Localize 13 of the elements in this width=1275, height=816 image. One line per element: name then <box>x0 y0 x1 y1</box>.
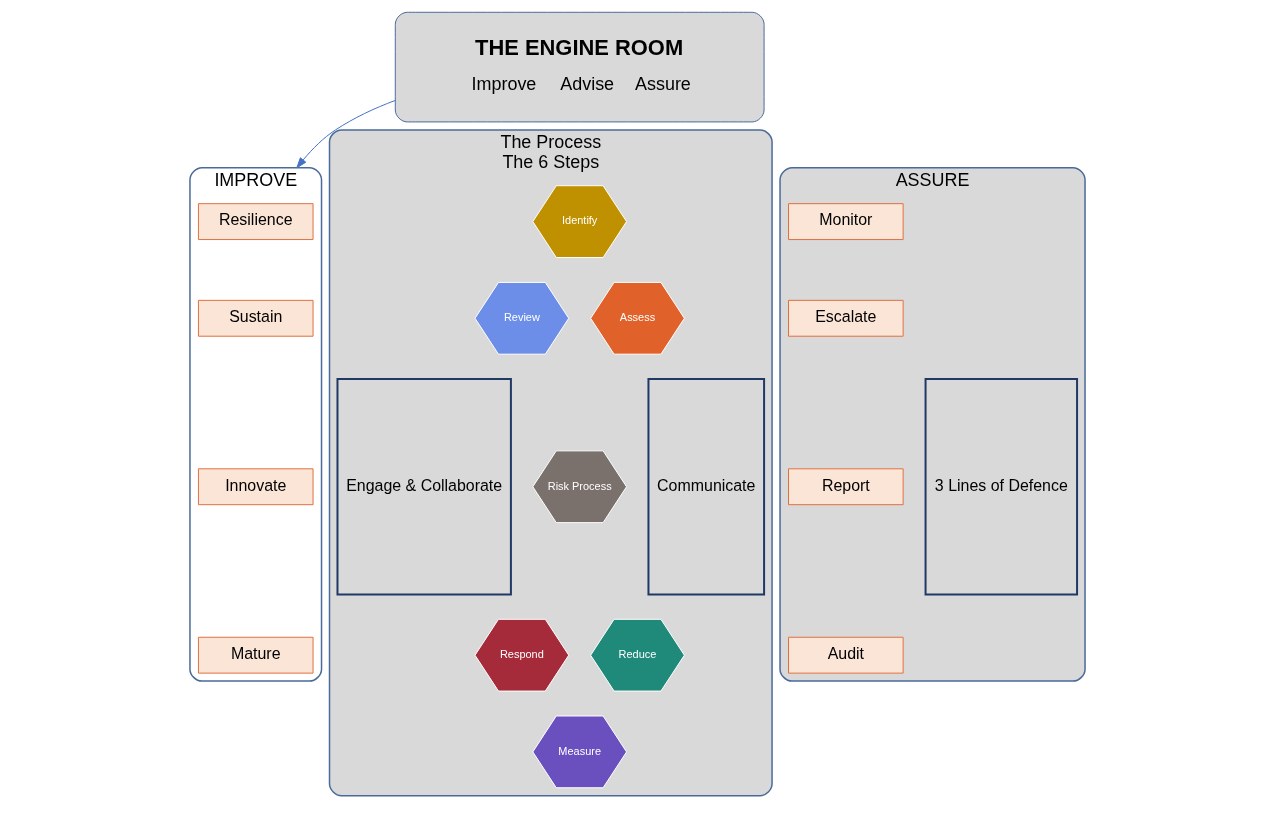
arrow <box>296 99 396 169</box>
node-box: Report <box>788 468 904 506</box>
node-box: Resilience <box>197 203 314 241</box>
node-box: Sustain <box>197 299 314 337</box>
node-box: 3 Lines of Defence <box>924 378 1079 596</box>
node-box: Monitor <box>788 203 904 241</box>
node-box: Mature <box>197 636 314 674</box>
node-box: Communicate <box>647 378 766 596</box>
node-box: Audit <box>788 636 904 674</box>
node-box: THE ENGINE ROOM Improve Advise Assure <box>394 11 765 123</box>
node-box: Escalate <box>788 299 904 337</box>
node-box: Engage & Collaborate <box>336 378 512 596</box>
node-box: Innovate <box>197 468 314 506</box>
